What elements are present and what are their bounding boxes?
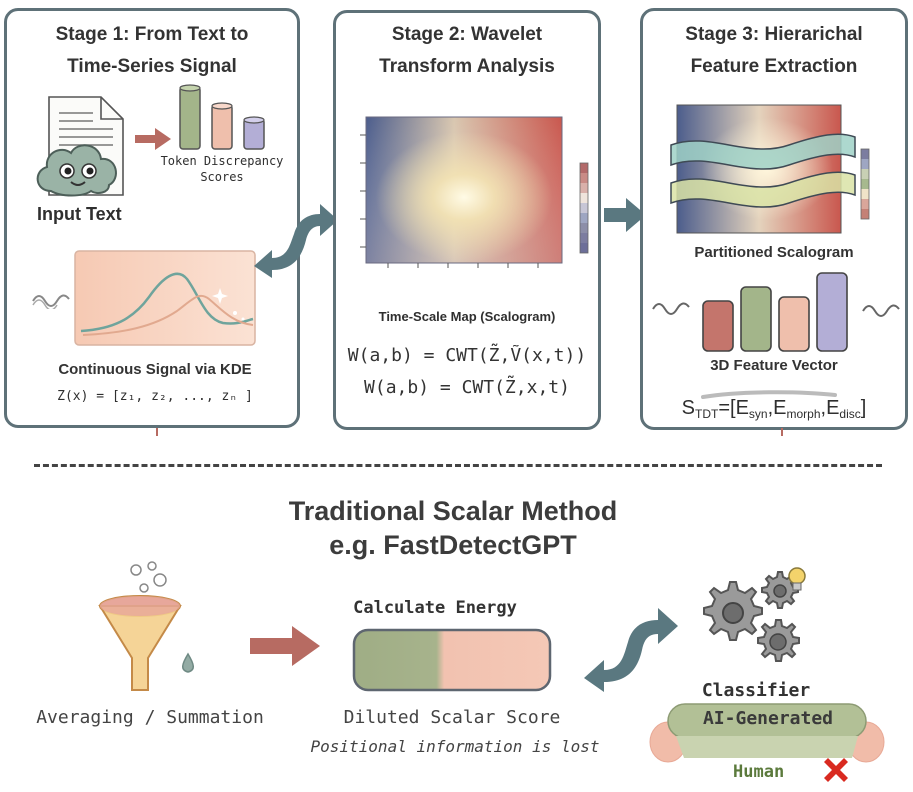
s-symbol: S [681,397,695,419]
cwt-formula-2: W(a,b) = CWT(Z̃,x,t) [364,377,570,398]
stage-3-title-line2: Feature Extraction [690,56,858,77]
tick-mark [156,428,158,436]
classifier-label: Classifier [701,680,811,701]
stage-1-title-line2: Time-Series Signal [67,56,237,77]
squiggle-icon [32,294,70,309]
scalogram-label: Time-Scale Map (Scalogram) [378,309,556,324]
positional-lost-label: Positional information is lost [310,737,600,756]
token-score-bars [179,84,265,150]
scalogram-colorbar [579,162,589,254]
formula-open: =[E [718,397,749,419]
e-morph-subscript: morph [786,407,821,421]
kde-signal-card [74,250,256,346]
feature-bar-green [740,286,772,352]
feature-bar-red [702,300,734,352]
curved-arrow-icon [254,204,338,278]
squiggle-icon [652,302,690,315]
brush-stroke-decoration [701,390,837,399]
human-label: Human [733,762,785,782]
arrow-right-icon [604,198,646,232]
cwt-formula-1: W(a,b) = CWT(Z̃,Ṽ(x,t)) [347,345,587,366]
cross-icon [824,758,848,782]
averaging-label: Averaging / Summation [36,707,264,728]
energy-score-bar [352,628,552,692]
e-disc-subscript: disc [839,407,861,421]
feature-vector-label: 3D Feature Vector [710,357,838,374]
e-syn-subscript: syn [748,407,768,421]
token-label-line1: Token Discrepancy [160,154,284,168]
squiggle-icon [862,304,900,317]
lightbulb-icon [788,567,806,591]
stage-2-title-line1: Stage 2: Wavelet [391,24,543,45]
feature-vector-formula: STDT=[Esyn,Emorph,Edisc] [643,397,905,421]
stage-2-panel: Stage 2: Wavelet Transform Analysis [333,10,601,430]
section-divider [34,464,882,467]
token-bar-peach [211,104,233,150]
bottom-title-line1: Traditional Scalar Method [288,496,618,526]
feature-bar-purple [816,272,848,352]
partitioned-scalogram [670,104,870,234]
feature-bar-peach [778,296,810,352]
arrow-right-icon [135,128,171,150]
ai-generated-label: AI-Generated [702,708,834,729]
formula-close: ] [860,397,867,419]
bottom-title-line2: e.g. FastDetectGPT [329,530,577,560]
feature-vector-bars [702,272,848,352]
formula-sep-2: ,E [820,397,840,419]
diluted-score-label: Diluted Scalar Score [343,707,561,728]
partitioned-scalogram-label: Partitioned Scalogram [694,244,854,261]
stage-3-panel: Stage 3: Hierarichal Feature Extraction … [640,8,908,430]
scalogram-map [360,116,589,268]
token-label-line2: Scores [200,170,244,184]
funnel-icon [98,561,194,691]
stage-1-title-line1: Stage 1: From Text to [55,24,249,45]
s-subscript: TDT [695,407,719,421]
token-bar-green [179,86,201,150]
calculate-energy-label: Calculate Energy [353,598,517,618]
gears-icon [703,571,800,662]
ai-generated-banner [649,703,885,763]
formula-sep-1: ,E [767,397,787,419]
scalogram-colorbar [860,148,870,220]
arrow-right-icon [250,626,320,666]
input-text-label: Input Text [37,204,122,224]
tick-mark [781,428,783,436]
cloud-face-icon [36,144,117,197]
stage-3-title-line1: Stage 3: Hierarichal [685,24,863,45]
kde-signal-label: Continuous Signal via KDE [58,361,252,378]
kde-formula: Z(x) = [z₁, z₂, ..., zₙ ] [57,389,253,404]
curved-arrow-icon [584,608,678,692]
stage-1-panel: Stage 1: From Text to Time-Series Signal… [4,8,300,428]
stage-2-title-line2: Transform Analysis [379,56,555,77]
